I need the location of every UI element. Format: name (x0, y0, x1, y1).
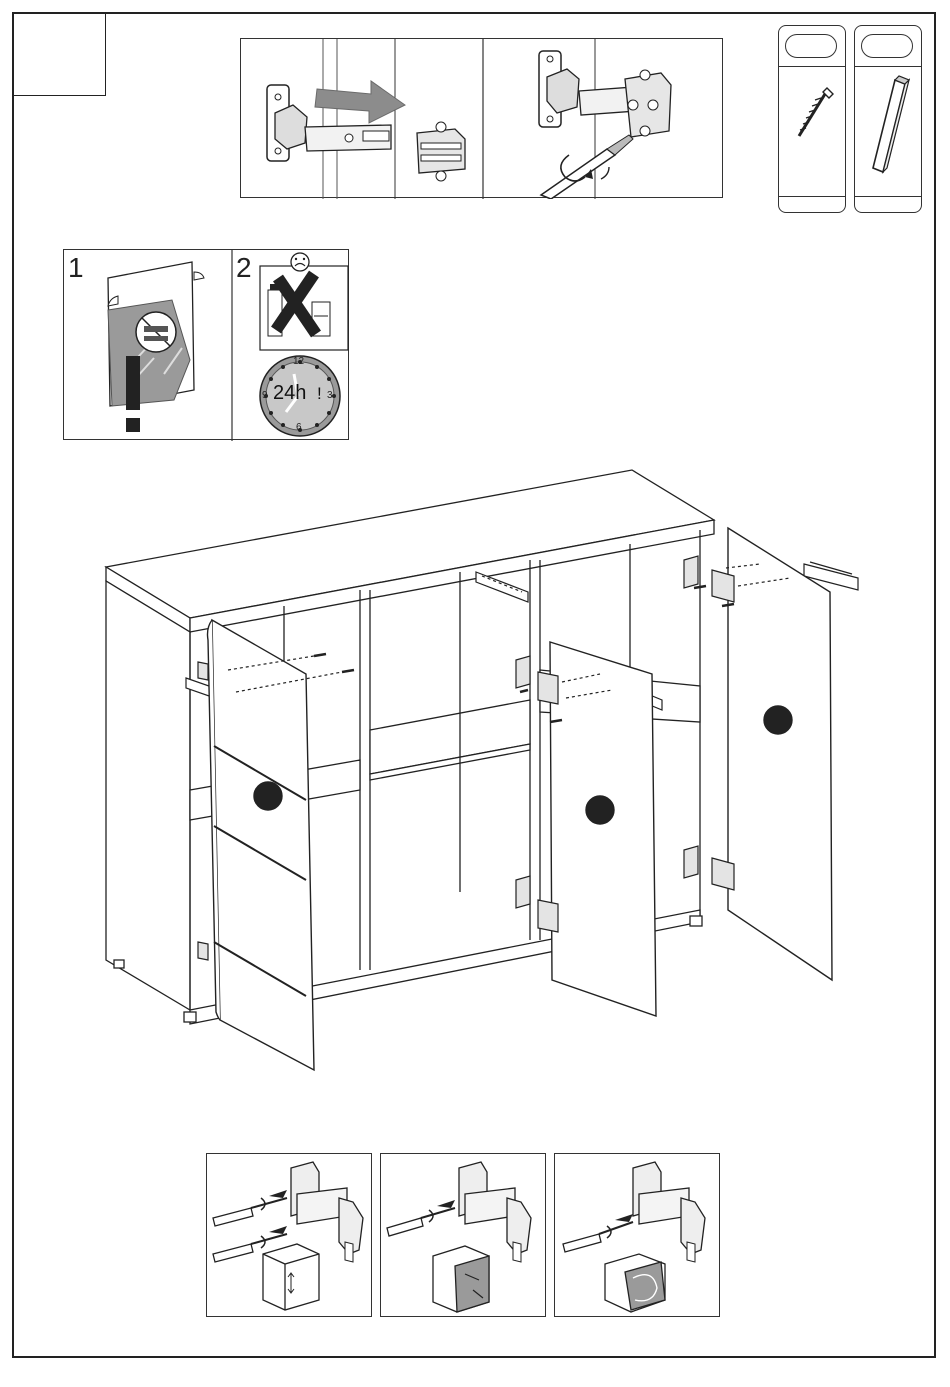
screw-icon (779, 66, 847, 196)
clock-6: 6 (296, 422, 302, 433)
clock-9: 9 (262, 390, 268, 401)
side-adjust-illustration (381, 1154, 547, 1318)
warning-step-2-number: 2 (236, 254, 252, 282)
warning-illustration (64, 250, 350, 441)
clock-12: 12 (293, 356, 304, 367)
part-count-pill (861, 34, 913, 58)
part-card-screw (778, 25, 846, 213)
step-number-box (12, 12, 106, 96)
height-adjust-illustration (207, 1154, 373, 1318)
hinge-detail-illustration (241, 39, 724, 199)
hinge-detail-panel (240, 38, 723, 198)
part-count-pill (785, 34, 837, 58)
clock-exclamation: ! (317, 384, 322, 404)
adjustment-panel-depth (554, 1153, 720, 1317)
cabinet-assembly-illustration (0, 460, 950, 1080)
part-card-dowel (854, 25, 922, 213)
dowel-icon (855, 66, 923, 196)
adjustment-panel-side (380, 1153, 546, 1317)
warning-step-1-number: 1 (68, 254, 84, 282)
warning-panel: 1 2 12 3 6 9 24h ! (63, 249, 349, 440)
clock-duration-label: 24h (273, 382, 306, 405)
adjustment-panel-height (206, 1153, 372, 1317)
clock-3: 3 (327, 390, 333, 401)
depth-adjust-illustration (555, 1154, 721, 1318)
